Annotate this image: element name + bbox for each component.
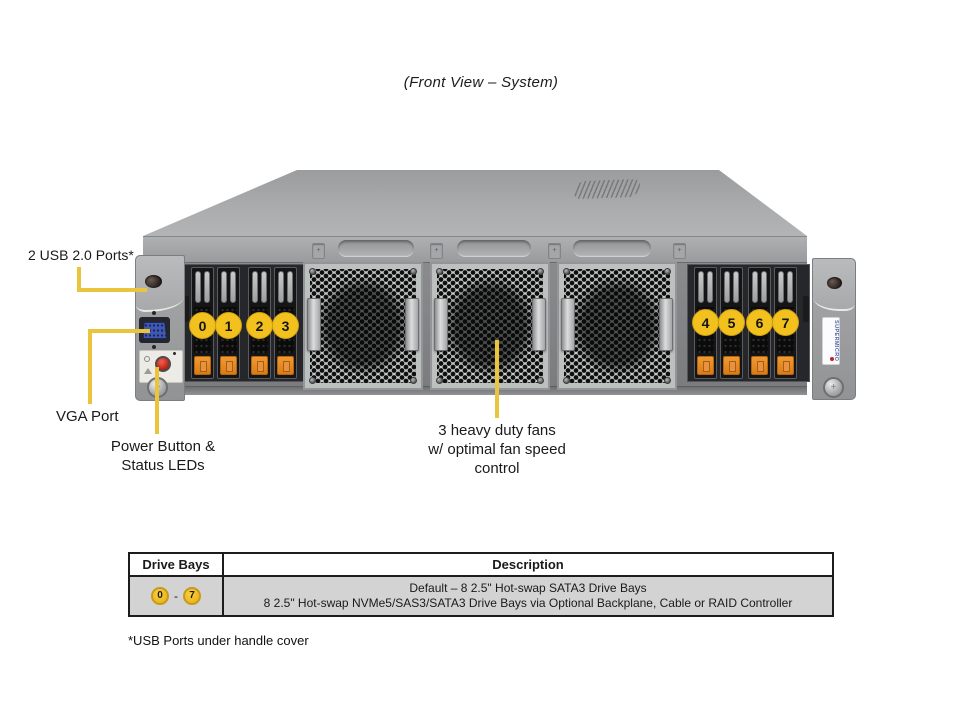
- drive-latch: [751, 356, 768, 375]
- drive-number-badge: 4: [692, 309, 719, 336]
- ear-mount-tab: [803, 296, 809, 322]
- header-cell-description: Description: [222, 552, 834, 577]
- handle-hole: [827, 277, 842, 289]
- bay-end-badge: 7: [183, 586, 201, 605]
- latch-recess: [457, 240, 531, 257]
- bay-start-badge: 0: [151, 586, 169, 605]
- usb-footnote: *USB Ports under handle cover: [128, 633, 309, 648]
- fan-handle: [532, 298, 546, 351]
- bay-range-dash: -: [174, 588, 178, 603]
- power-button: [155, 356, 171, 372]
- vga-port-label: VGA Port: [56, 408, 119, 425]
- usb-ports-label: 2 USB 2.0 Ports*: [28, 247, 134, 263]
- table-row: 0-7 Default – 8 2.5" Hot-swap SATA3 Driv…: [128, 575, 834, 617]
- description-cell: Default – 8 2.5" Hot-swap SATA3 Drive Ba…: [222, 575, 834, 617]
- description-line: Default – 8 2.5" Hot-swap SATA3 Drive Ba…: [409, 581, 647, 595]
- chassis-front-band: + + + +: [143, 236, 807, 262]
- latch-recess: [338, 240, 414, 257]
- fans-label: 3 heavy duty fans w/ optimal fan speed c…: [428, 422, 566, 477]
- latch-recess: [573, 240, 651, 257]
- fan-handle: [307, 298, 321, 351]
- drive-latch: [723, 356, 740, 375]
- chassis-top-lid: [143, 170, 807, 236]
- vent-grille-icon: [572, 178, 642, 200]
- drive-number-badge: 1: [215, 312, 242, 339]
- server-front-view-illustration: + + + + 0 1 2 3: [135, 168, 856, 408]
- drive-latch: [697, 356, 714, 375]
- table-header-row: Drive Bays Description: [128, 552, 834, 577]
- drive-latch: [277, 356, 294, 375]
- fan-module: [430, 262, 550, 390]
- right-rack-ear: SUPERMICRO +: [812, 258, 856, 400]
- band-clip: +: [548, 243, 561, 259]
- drive-latch: [220, 356, 237, 375]
- drive-latch: [251, 356, 268, 375]
- left-rack-ear: +: [135, 255, 185, 401]
- callout-line-vga: [88, 329, 150, 333]
- fan-handle: [405, 298, 419, 351]
- usb-port-hole: [145, 275, 162, 288]
- status-led-icon: [144, 356, 150, 362]
- fan-handle: [561, 298, 575, 351]
- callout-line-vga: [88, 329, 92, 404]
- drive-latch: [194, 356, 211, 375]
- description-line: 8 2.5" Hot-swap NVMe5/SAS3/SATA3 Drive B…: [263, 596, 793, 610]
- band-clip: +: [312, 243, 325, 259]
- status-led-icon: [144, 368, 152, 374]
- header-cell-drive-bays: Drive Bays: [128, 552, 224, 577]
- drive-bay-spec-table: Drive Bays Description 0-7 Default – 8 2…: [128, 552, 834, 617]
- page-title: (Front View – System): [403, 74, 559, 91]
- thumbscrew-icon: +: [823, 377, 844, 398]
- drive-latch: [777, 356, 794, 375]
- bay-range-cell: 0-7: [128, 575, 224, 617]
- fan-handle: [659, 298, 673, 351]
- drive-number-badge: 7: [772, 309, 799, 336]
- brand-logo-dot: [830, 357, 834, 361]
- brand-label: SUPERMICRO: [822, 317, 840, 365]
- callout-line-power: [155, 367, 159, 434]
- drive-number-badge: 5: [718, 309, 745, 336]
- brand-label-text: SUPERMICRO: [833, 320, 839, 362]
- drive-number-badge: 6: [746, 309, 773, 336]
- ear-mount-tab: [183, 296, 189, 322]
- fan-module: [303, 262, 423, 390]
- drive-number-badge: 0: [189, 312, 216, 339]
- fan-handle: [434, 298, 448, 351]
- callout-line-usb: [77, 288, 147, 292]
- fan-module: [557, 262, 677, 390]
- power-button-label: Power Button & Status LEDs: [110, 438, 216, 474]
- band-clip: +: [673, 243, 686, 259]
- callout-line-usb: [77, 267, 81, 292]
- drive-number-badge: 3: [272, 312, 299, 339]
- band-clip: +: [430, 243, 443, 259]
- drive-number-badge: 2: [246, 312, 273, 339]
- callout-line-fans: [495, 340, 499, 418]
- vga-port: [139, 317, 170, 343]
